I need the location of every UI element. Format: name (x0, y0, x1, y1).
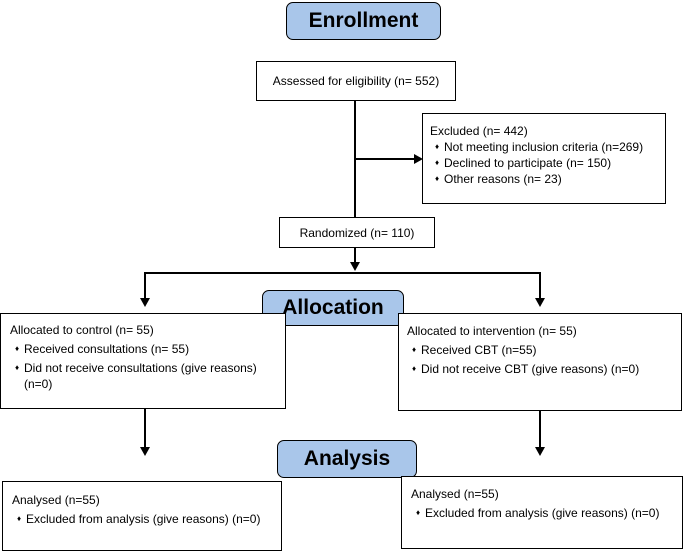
allocation-header: Allocation (262, 290, 404, 326)
connector-to-excluded (355, 158, 415, 160)
list-item: ♦ Received CBT (n=55) (407, 342, 675, 358)
assessed-label: Assessed for eligibility (n= 552) (272, 74, 440, 88)
diamond-bullet-icon: ♦ (434, 142, 440, 151)
arrow-intervention-analysis (535, 447, 545, 456)
excluded-item: Other reasons (n= 23) (444, 172, 562, 186)
intervention-item: Received CBT (n=55) (421, 343, 537, 357)
arrow-to-excluded (414, 154, 423, 164)
diamond-bullet-icon: ♦ (434, 158, 440, 167)
excluded-title: Excluded (n= 442) (430, 124, 528, 138)
arrow-to-control (140, 298, 150, 307)
diamond-bullet-icon: ♦ (14, 363, 20, 372)
diamond-bullet-icon: ♦ (16, 514, 22, 523)
intervention-item: Did not receive CBT (give reasons) (n=0) (421, 362, 640, 376)
analysis-right-box: Analysed (n=55) ♦ Excluded from analysis… (401, 476, 683, 549)
control-item: Did not receive consultations (give reas… (24, 361, 257, 391)
list-item: ♦ Did not receive consultations (give re… (10, 360, 279, 392)
list-item: ♦ Declined to participate (n= 150) (430, 155, 659, 171)
excluded-item: Declined to participate (n= 150) (444, 156, 612, 170)
arrow-randomized (350, 262, 360, 271)
list-item: ♦ Did not receive CBT (give reasons) (n=… (407, 361, 675, 377)
analysis-header: Analysis (277, 440, 417, 478)
connector-control-analysis (144, 409, 146, 449)
analysis-left-item: Excluded from analysis (give reasons) (n… (26, 512, 261, 526)
connector-to-intervention (539, 272, 541, 300)
connector-to-control (144, 272, 146, 300)
arrow-to-intervention (535, 298, 545, 307)
excluded-item: Not meeting inclusion criteria (n=269) (444, 140, 644, 154)
diamond-bullet-icon: ♦ (415, 508, 421, 517)
excluded-box: Excluded (n= 442) ♦ Not meeting inclusio… (422, 113, 666, 204)
list-item: ♦ Excluded from analysis (give reasons) … (411, 505, 676, 521)
analysis-right-item: Excluded from analysis (give reasons) (n… (425, 506, 660, 520)
connector-allocation-split (145, 272, 541, 274)
control-box: Allocated to control (n= 55) ♦ Received … (0, 313, 286, 409)
assessed-box: Assessed for eligibility (n= 552) (256, 61, 456, 101)
connector-randomized-down (354, 248, 356, 264)
list-item: ♦ Received consultations (n= 55) (10, 341, 279, 357)
diamond-bullet-icon: ♦ (434, 174, 440, 183)
list-item: ♦ Not meeting inclusion criteria (n=269) (430, 139, 659, 155)
enrollment-header: Enrollment (286, 2, 441, 40)
analysis-left-title: Analysed (n=55) (12, 493, 100, 507)
diamond-bullet-icon: ♦ (411, 364, 417, 373)
control-title: Allocated to control (n= 55) (10, 323, 154, 337)
randomized-label: Randomized (n= 110) (299, 225, 415, 240)
connector-intervention-analysis (539, 411, 541, 449)
analysis-right-title: Analysed (n=55) (411, 487, 499, 501)
arrow-control-analysis (140, 447, 150, 456)
analysis-left-box: Analysed (n=55) ♦ Excluded from analysis… (2, 481, 282, 551)
intervention-box: Allocated to intervention (n= 55) ♦ Rece… (398, 313, 682, 411)
control-item: Received consultations (n= 55) (24, 342, 190, 356)
intervention-title: Allocated to intervention (n= 55) (407, 324, 577, 338)
list-item: ♦ Excluded from analysis (give reasons) … (12, 511, 275, 527)
list-item: ♦ Other reasons (n= 23) (430, 171, 659, 187)
randomized-box: Randomized (n= 110) (279, 217, 435, 248)
diamond-bullet-icon: ♦ (14, 344, 20, 353)
diamond-bullet-icon: ♦ (411, 345, 417, 354)
